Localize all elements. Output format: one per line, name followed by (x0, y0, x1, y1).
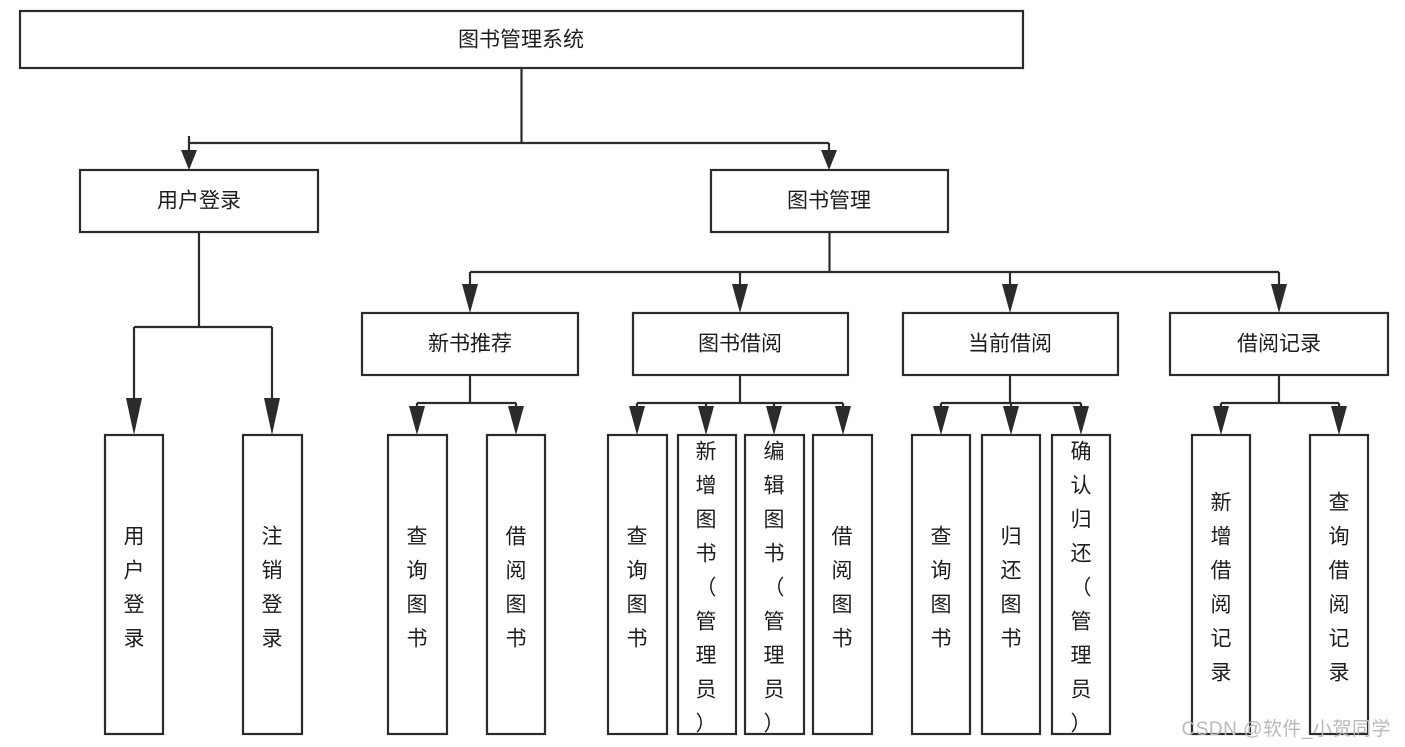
node-leaf-add-borrow-record-label: 新增借阅记录 (1211, 492, 1232, 685)
node-book-borrowing-label: 图书借阅 (698, 333, 782, 356)
arrow-cb-leaf-1 (933, 406, 949, 435)
node-leaf-query-book-1-label: 查询图书 (407, 526, 428, 651)
arrow-nbr-leaf-2 (508, 406, 524, 435)
node-root[interactable]: 图书管理系统 (18, 9, 1025, 70)
node-book-borrowing-box[interactable] (631, 311, 850, 377)
node-new-book-recommendation-box[interactable] (360, 311, 580, 377)
arrow-to-leaf-user-login (126, 398, 142, 435)
node-leaf-user-login-label: 用户登录 (124, 526, 145, 651)
node-leaf-query-book-3-box[interactable] (910, 433, 972, 736)
node-leaf-user-login-box[interactable] (103, 433, 165, 736)
connectors-root (181, 68, 837, 170)
arrow-to-current-borrow (1002, 284, 1018, 313)
node-leaf-logout[interactable]: 注销登录 (241, 433, 304, 736)
node-leaf-borrow-book-1-label: 借阅图书 (506, 526, 527, 651)
node-leaf-query-book-3-label: 查询图书 (931, 526, 952, 651)
node-leaf-confirm-return-admin[interactable]: 确认归还（管理员） (1050, 433, 1112, 736)
node-user-login[interactable]: 用户登录 (78, 168, 320, 234)
arrow-to-book-borrow (732, 284, 748, 313)
node-book-management-box[interactable] (709, 168, 950, 234)
node-user-login-label: 用户登录 (157, 190, 241, 213)
node-book-borrowing[interactable]: 图书借阅 (631, 311, 850, 377)
node-book-management-label: 图书管理 (787, 190, 871, 213)
node-leaf-logout-box[interactable] (241, 433, 304, 736)
node-leaf-user-login[interactable]: 用户登录 (103, 433, 165, 736)
node-borrowing-record-box[interactable] (1168, 311, 1390, 377)
node-leaf-return-book-label: 归还图书 (1001, 526, 1022, 651)
node-leaf-logout-label: 注销登录 (262, 526, 283, 651)
arrow-bb-leaf-1 (629, 406, 645, 435)
connectors-current-borrow (933, 375, 1089, 435)
arrow-root-to-user-login (181, 150, 197, 170)
arrow-bb-leaf-2 (698, 406, 714, 435)
node-leaf-query-borrow-record-label: 查询借阅记录 (1329, 492, 1350, 685)
arrow-bb-leaf-3 (766, 406, 782, 435)
node-leaf-query-book-2-box[interactable] (606, 433, 669, 736)
node-leaf-return-book-box[interactable] (980, 433, 1042, 736)
node-borrowing-record-label: 借阅记录 (1237, 333, 1321, 356)
node-root-label: 图书管理系统 (458, 29, 584, 52)
node-leaf-query-borrow-record-box[interactable] (1308, 433, 1370, 736)
node-leaf-query-book-1-box[interactable] (386, 433, 449, 736)
node-book-management[interactable]: 图书管理 (709, 168, 950, 234)
arrow-cb-leaf-2 (1003, 406, 1019, 435)
node-leaf-borrow-book-2-label: 借阅图书 (832, 526, 853, 651)
node-borrowing-record[interactable]: 借阅记录 (1168, 311, 1390, 377)
node-leaf-query-book-3[interactable]: 查询图书 (910, 433, 972, 736)
connectors-new-book-rec (409, 375, 524, 435)
node-leaf-edit-book-admin[interactable]: 编辑图书（管理员） (743, 433, 806, 736)
connectors-user-login (126, 232, 280, 435)
node-leaf-add-borrow-record-box[interactable] (1190, 433, 1252, 736)
node-leaf-query-book-1[interactable]: 查询图书 (386, 433, 449, 736)
node-leaf-borrow-book-2-box[interactable] (811, 433, 874, 736)
node-leaf-query-borrow-record[interactable]: 查询借阅记录 (1308, 433, 1370, 736)
node-leaf-borrow-book-2[interactable]: 借阅图书 (811, 433, 874, 736)
node-current-borrowing[interactable]: 当前借阅 (901, 311, 1120, 377)
arrow-nbr-leaf-1 (409, 406, 425, 435)
node-new-book-recommendation[interactable]: 新书推荐 (360, 311, 580, 377)
node-leaf-add-book-admin-box[interactable] (676, 433, 738, 736)
connectors-borrow-record (1213, 375, 1347, 435)
node-root-box[interactable] (18, 9, 1025, 70)
node-leaf-confirm-return-admin-box[interactable] (1050, 433, 1112, 736)
arrow-to-borrow-record (1271, 284, 1287, 313)
arrow-cb-leaf-3 (1073, 406, 1089, 435)
node-user-login-box[interactable] (78, 168, 320, 234)
connectors-book-borrow (629, 375, 851, 435)
node-leaf-edit-book-admin-box[interactable] (743, 433, 806, 736)
node-leaf-add-borrow-record[interactable]: 新增借阅记录 (1190, 433, 1252, 736)
arrow-bb-leaf-4 (835, 406, 851, 435)
arrow-root-to-book-mgmt (821, 150, 837, 170)
node-leaf-return-book[interactable]: 归还图书 (980, 433, 1042, 736)
node-leaf-add-book-admin-label: 新增图书（管理员） (696, 441, 717, 736)
node-leaf-query-book-2[interactable]: 查询图书 (606, 433, 669, 736)
connectors-book-mgmt (462, 232, 1287, 313)
node-leaf-add-book-admin[interactable]: 新增图书（管理员） (676, 433, 738, 736)
node-leaf-borrow-book-1-box[interactable] (485, 433, 547, 736)
node-leaf-confirm-return-admin-label: 确认归还（管理员） (1071, 441, 1092, 736)
node-leaf-edit-book-admin-label: 编辑图书（管理员） (764, 441, 785, 736)
arrow-to-leaf-logout (264, 398, 280, 435)
arrow-br-leaf-1 (1213, 406, 1229, 435)
node-current-borrowing-label: 当前借阅 (968, 333, 1052, 356)
node-leaf-borrow-book-1[interactable]: 借阅图书 (485, 433, 547, 736)
node-current-borrowing-box[interactable] (901, 311, 1120, 377)
node-new-book-recommendation-label: 新书推荐 (428, 333, 512, 356)
arrow-to-new-book-rec (462, 284, 478, 313)
node-leaf-query-book-2-label: 查询图书 (627, 526, 648, 651)
arrow-br-leaf-2 (1331, 406, 1347, 435)
